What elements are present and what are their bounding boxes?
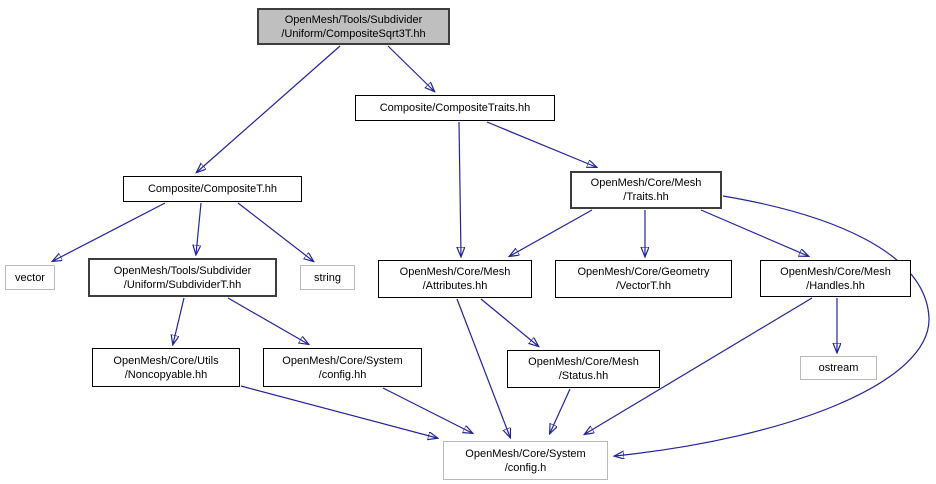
edge-composite_sqrt3t-to-composite_traits (387, 45, 434, 91)
node-label: OpenMesh/Core/Geometry (577, 266, 710, 278)
node-subdividert[interactable]: OpenMesh/Tools/Subdivider /Uniform/Subdi… (88, 258, 277, 297)
node-composite-traits[interactable]: Composite/CompositeTraits.hh (355, 95, 555, 121)
node-label: OpenMesh/Core/Mesh (780, 265, 891, 278)
node-label: /Attributes.hh (422, 280, 488, 292)
node-composite-t[interactable]: Composite/CompositeT.hh (123, 176, 302, 202)
edge-status-to-configh (550, 388, 571, 433)
node-label: /Uniform/SubdividerT.hh (123, 278, 242, 291)
node-label: OpenMesh/Core/Mesh (399, 266, 511, 278)
edge-composite_traits-to-attributes (459, 121, 461, 256)
node-label: vector (15, 271, 45, 284)
node-traits[interactable]: OpenMesh/Core/Mesh /Traits.hh (570, 171, 722, 209)
node-label: /Noncopyable.hh (124, 368, 208, 381)
node-label: /VectorT.hh (615, 280, 672, 292)
edge-composite_t-to-subdividert (196, 202, 202, 254)
node-label: string (314, 271, 341, 284)
edge-traits-to-handles (700, 209, 808, 256)
node-label: OpenMesh/Tools/Subdivider (284, 13, 423, 26)
edge-attributes-to-configh (456, 298, 510, 437)
node-label: OpenMesh/Core/Mesh (590, 177, 702, 189)
edge-subdividert-to-noncopyable (173, 297, 185, 344)
node-noncopyable[interactable]: OpenMesh/Core/Utils /Noncopyable.hh (92, 348, 240, 387)
node-label: /Handles.hh (806, 279, 865, 292)
edge-traits-to-configh (615, 195, 930, 456)
node-confighh[interactable]: OpenMesh/Core/System /config.hh (263, 348, 422, 387)
node-handles[interactable]: OpenMesh/Core/Mesh /Handles.hh (760, 260, 911, 297)
node-label: /Status.hh (558, 370, 609, 382)
node-vector: vector (5, 265, 55, 290)
node-vectort[interactable]: OpenMesh/Core/Geometry /VectorT.hh (555, 260, 732, 298)
node-label: /Uniform/CompositeSqrt3T.hh (281, 27, 426, 40)
node-label: OpenMesh/Tools/Subdivider (113, 264, 252, 277)
edge-composite_t-to-vector (53, 202, 166, 261)
node-status[interactable]: OpenMesh/Core/Mesh /Status.hh (507, 350, 660, 388)
edge-noncopyable-to-configh (240, 385, 437, 438)
edge-composite_sqrt3t-to-composite_t (197, 45, 341, 172)
node-label: ostream (818, 362, 859, 374)
node-string: string (300, 265, 355, 290)
edge-subdividert-to-confighh (227, 297, 308, 344)
node-configh: OpenMesh/Core/System /config.h (443, 441, 608, 480)
node-label: /Traits.hh (623, 191, 669, 203)
edge-composite_traits-to-traits (486, 121, 596, 167)
edge-handles-to-configh (585, 297, 813, 434)
node-label: OpenMesh/Core/Mesh (528, 356, 639, 368)
edge-attributes-to-status (480, 298, 538, 346)
node-label: Composite/CompositeTraits.hh (379, 102, 531, 114)
edge-composite_t-to-string (237, 202, 313, 261)
node-label: OpenMesh/Core/System (465, 447, 586, 460)
edge-confighh-to-configh (382, 387, 472, 433)
node-label: OpenMesh/Core/System (282, 354, 403, 367)
node-composite-sqrt3t: OpenMesh/Tools/Subdivider /Uniform/Compo… (257, 8, 450, 45)
node-ostream: ostream (800, 356, 877, 380)
node-attributes[interactable]: OpenMesh/Core/Mesh /Attributes.hh (378, 260, 532, 298)
node-label: Composite/CompositeT.hh (147, 183, 277, 195)
node-label: /config.hh (318, 368, 367, 381)
node-label: /config.h (504, 461, 547, 474)
edge-traits-to-attributes (510, 209, 593, 256)
node-label: OpenMesh/Core/Utils (113, 354, 219, 367)
